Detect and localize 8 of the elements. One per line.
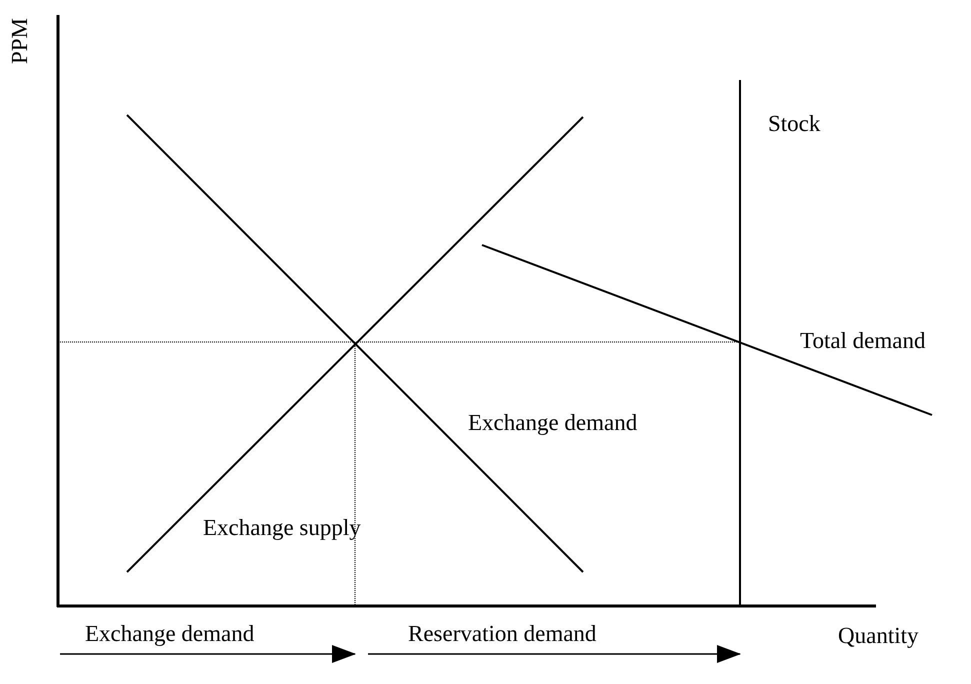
curve-label: Exchange supply [203,516,361,539]
range-label: Reservation demand [408,622,596,645]
curve-label: Stock [768,112,820,135]
range-label: Exchange demand [85,622,254,645]
curve-label: Total demand [800,329,926,352]
axis-label: PPM [8,18,31,64]
curve-label: Exchange demand [468,411,638,434]
axis-label: Quantity [838,624,918,647]
